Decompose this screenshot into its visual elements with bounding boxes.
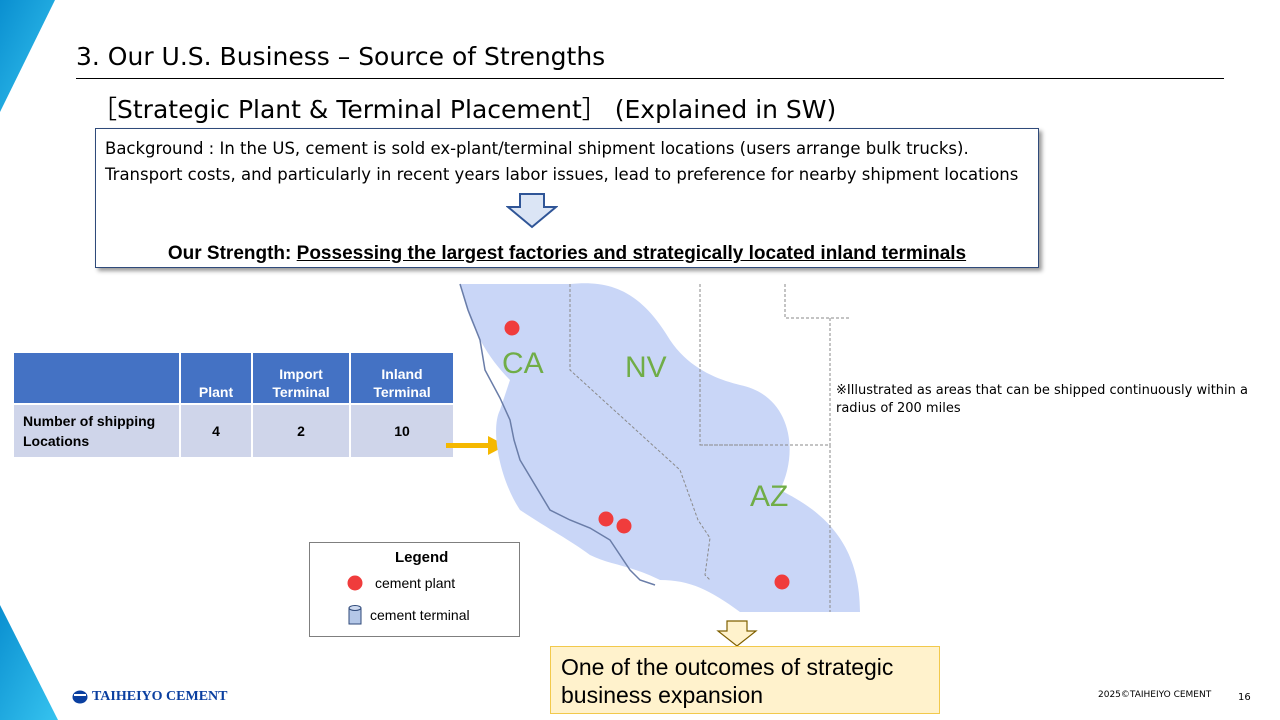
coastline: [459, 283, 656, 586]
corner-decoration-top: [0, 0, 55, 112]
table-cell-import: 2: [253, 405, 349, 457]
page-number: 16: [1238, 692, 1251, 703]
strength-text: Possessing the largest factories and str…: [296, 243, 967, 264]
state-label-ca: CA: [502, 347, 544, 380]
table-cell-plant: 4: [181, 405, 251, 457]
strength-statement: Our Strength: Possessing the largest fac…: [96, 241, 1038, 267]
outcome-box: One of the outcomes of strategic busines…: [550, 646, 940, 714]
map-legend: Legend cement plant cement terminal: [309, 542, 520, 637]
page-title: 3. Our U.S. Business – Source of Strengt…: [76, 42, 606, 71]
corner-decoration-bottom: [0, 605, 58, 720]
plant-marker: [598, 511, 614, 527]
company-logo: TAIHEIYO CEMENT: [72, 689, 227, 705]
terminal-icon: [348, 605, 362, 625]
state-label-nv: NV: [625, 351, 667, 384]
section-subtitle: ［Strategic Plant & Terminal Placement］ (…: [92, 95, 837, 124]
plant-marker: [616, 518, 632, 534]
logo-text: TAIHEIYO CEMENT: [92, 689, 228, 704]
legend-plant-label: cement plant: [375, 575, 456, 591]
map-note: ※Illustrated as areas that can be shippe…: [836, 383, 1248, 416]
strength-label: Our Strength:: [167, 243, 297, 264]
legend-terminal-label: cement terminal: [370, 607, 470, 623]
down-arrow-icon: [506, 193, 558, 229]
table-cell-inland: 10: [351, 405, 453, 457]
plant-marker: [774, 574, 790, 590]
table-header-plant: Plant: [181, 353, 251, 403]
down-arrow-small-icon: [716, 620, 758, 647]
table-header-inland-terminal: Inland Terminal: [351, 353, 453, 403]
logo-mark-icon: [72, 690, 88, 704]
state-borders: [569, 284, 850, 612]
table-header-empty: [14, 353, 179, 403]
background-text: Background : In the US, cement is sold e…: [105, 139, 1019, 184]
coverage-area: [460, 283, 860, 612]
state-label-az: AZ: [750, 480, 788, 513]
map-southwest: CA NV AZ: [459, 283, 860, 612]
copyright: 2025©TAIHEIYO CEMENT: [1098, 690, 1212, 700]
plant-icon: [347, 575, 363, 591]
table-header-import-terminal: Import Terminal: [253, 353, 349, 403]
table-row-label: Number of shipping Locations: [14, 405, 179, 457]
plant-marker: [504, 320, 520, 336]
title-divider: [76, 78, 1224, 79]
background-box: Background : In the US, cement is sold e…: [95, 128, 1039, 268]
legend-title: Legend: [395, 549, 449, 566]
